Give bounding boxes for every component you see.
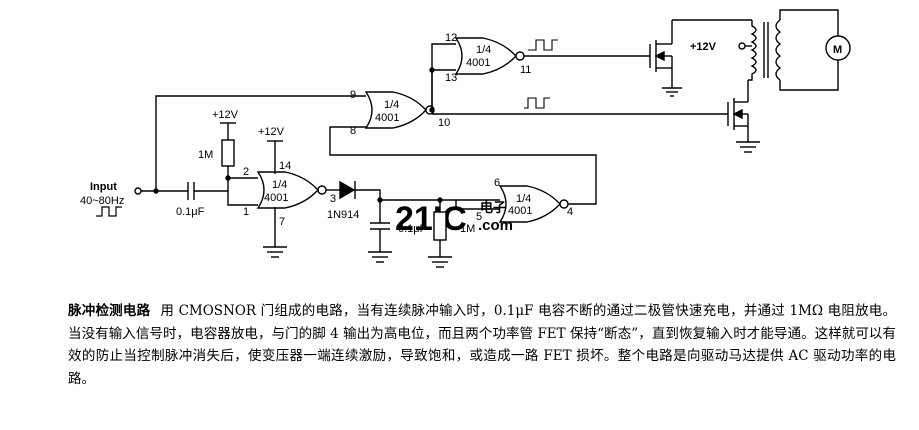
waveform-bottom [524,97,550,109]
svg-text:0.1μF: 0.1μF [176,206,205,218]
svg-text:1/4: 1/4 [476,44,491,56]
caption-body: 用 CMOSNOR 门组成的电路，当有连续脉冲输入时，0.1μF 电容不断的通过… [68,303,897,387]
svg-text:Input: Input [90,181,117,193]
svg-text:12: 12 [445,32,457,44]
vcc-center-tap: +12V [690,41,752,53]
svg-text:+12V: +12V [690,41,717,53]
wire-input-to-pin9 [155,95,366,191]
timing-capacitor: 0.1μF [368,200,427,263]
svg-text:2: 2 [243,166,249,178]
svg-text:21IC: 21IC [395,200,467,238]
svg-text:1/4: 1/4 [272,179,287,191]
nor-gate-3: 1/4 4001 12 13 11 [445,32,531,84]
svg-text:6: 6 [494,177,500,189]
waveform-top [528,39,558,51]
diode-1n914: 1N914 [327,180,359,221]
svg-text:4: 4 [567,206,573,218]
svg-text:+12V: +12V [212,109,239,121]
svg-text:13: 13 [445,72,457,84]
svg-text:4001: 4001 [466,57,490,69]
svg-text:4001: 4001 [375,112,399,124]
pulse-detector-schematic: 21IC 电子网 .com Input 40~80Hz 0.1μF +12V 1… [80,9,851,268]
svg-text:9: 9 [350,89,356,101]
svg-text:11: 11 [520,64,531,76]
fet-2 [727,80,760,153]
nor-gate-4: 1/4 4001 6 5 4 [476,177,573,223]
discharge-resistor: 1M [428,200,475,268]
svg-text:1/4: 1/4 [384,99,399,111]
svg-text:4001: 4001 [264,192,288,204]
svg-text:40~80Hz: 40~80Hz [80,195,124,207]
svg-text:5: 5 [476,211,482,223]
transformer [748,9,839,91]
svg-text:1/4: 1/4 [516,193,531,205]
pullup-resistor: +12V 1M [198,109,239,181]
motor: M [825,35,851,61]
input-terminal: Input 40~80Hz [80,181,142,217]
nor-gate-1: 1/4 4001 2 1 14 7 3 +12V [243,126,336,258]
caption: 脉冲检测电路用 CMOSNOR 门组成的电路，当有连续脉冲输入时，0.1μF 电… [68,300,896,390]
svg-text:4001: 4001 [508,205,532,217]
fet-1 [649,19,752,97]
nor-gate-2: 1/4 4001 9 8 10 [350,89,450,137]
svg-text:1N914: 1N914 [327,209,359,221]
svg-text:+12V: +12V [258,126,285,138]
wire-pin4-to-pin8 [329,126,597,205]
svg-text:3: 3 [330,193,336,205]
svg-text:8: 8 [350,125,356,137]
svg-text:0.1μF: 0.1μF [398,223,427,235]
svg-text:1M: 1M [198,149,213,161]
svg-text:1: 1 [243,206,249,218]
svg-text:M: M [833,44,842,56]
caption-title: 脉冲检测电路 [68,303,151,319]
svg-text:14: 14 [279,160,291,172]
input-capacitor: 0.1μF [176,182,205,218]
svg-text:10: 10 [438,117,450,129]
svg-text:7: 7 [279,216,285,228]
svg-text:1M: 1M [460,223,475,235]
